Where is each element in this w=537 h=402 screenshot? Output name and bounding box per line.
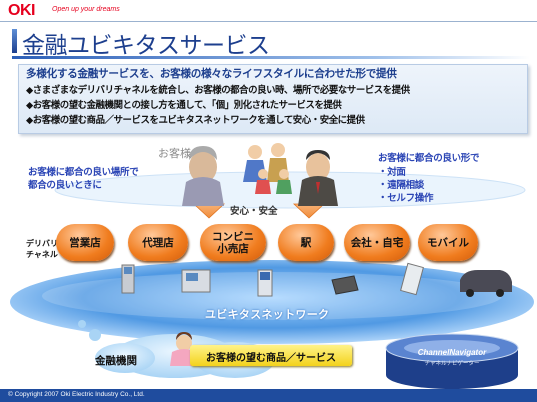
safety-label: 安心・安全 [230,206,278,217]
footer-bar [0,389,537,402]
copyright: © Copyright 2007 Oki Electric Industry C… [8,391,145,398]
channel-navigator-product [385,333,519,389]
logo-tagline: Open up your dreams [52,6,120,13]
summary-bullet: ◆お客様の望む金融機関との接し方を通して、「個」別化されたサービスを提供 [26,100,342,111]
product-box [190,345,352,366]
network-label: ユビキタスネットワーク [205,308,330,321]
title-underline [12,56,530,59]
left-note-line: 都合の良いときに [28,180,102,191]
delivery-label-line: チャネル [26,250,58,259]
summary-box [18,64,528,134]
channel-navigator-caption: チャネルナビゲーター [424,361,480,367]
summary-heading: 多様化する金融サービスを、お客様の様々なライフスタイルに合わせた形で提供 [26,68,397,80]
channel-agency: 代理店 [128,224,188,261]
channel-navigator-name: ChannelNavigator [417,348,487,357]
right-note-item: ・対面 [378,167,406,178]
channel-mobile: モバイル [418,224,478,261]
channel-station: 駅 [278,224,334,261]
channel-office-home: 会社・自宅 [344,224,410,261]
channel-convenience-store: コンビニ 小売店 [200,224,266,261]
title-accent-bar [12,29,17,53]
delivery-label-line: デリバリ [26,239,58,248]
summary-bullet: ◆お客様の望む商品／サービスをユビキタスネットワークを通して安心・安全に提供 [26,115,365,126]
right-note-heading: お客様に都合の良い形で [378,153,480,164]
customer-figures [182,143,338,206]
header-divider [0,21,537,22]
summary-bullet: ◆さまざまなデリバリチャネルを統合し、お客様の都合の良い時、場所で必要なサービス… [26,85,410,96]
customer-label: お客様 [158,147,191,160]
product-label: お客様の望む商品／サービス [206,353,336,364]
terminals [121,262,512,297]
channel-branch: 営業店 [56,224,114,261]
delivery-channel-label: デリバリ チャネル [26,238,58,260]
institution-label: 金融機関 [95,355,137,367]
right-note-item: ・遠隔相談 [378,180,425,191]
left-note-line: お客様に都合の良い場所で [28,167,139,178]
oki-logo: OKI [8,2,35,19]
page-title: 金融ユビキタスサービス [22,33,270,59]
right-note-item: ・セルフ操作 [378,193,434,204]
diagram-art [10,143,534,389]
